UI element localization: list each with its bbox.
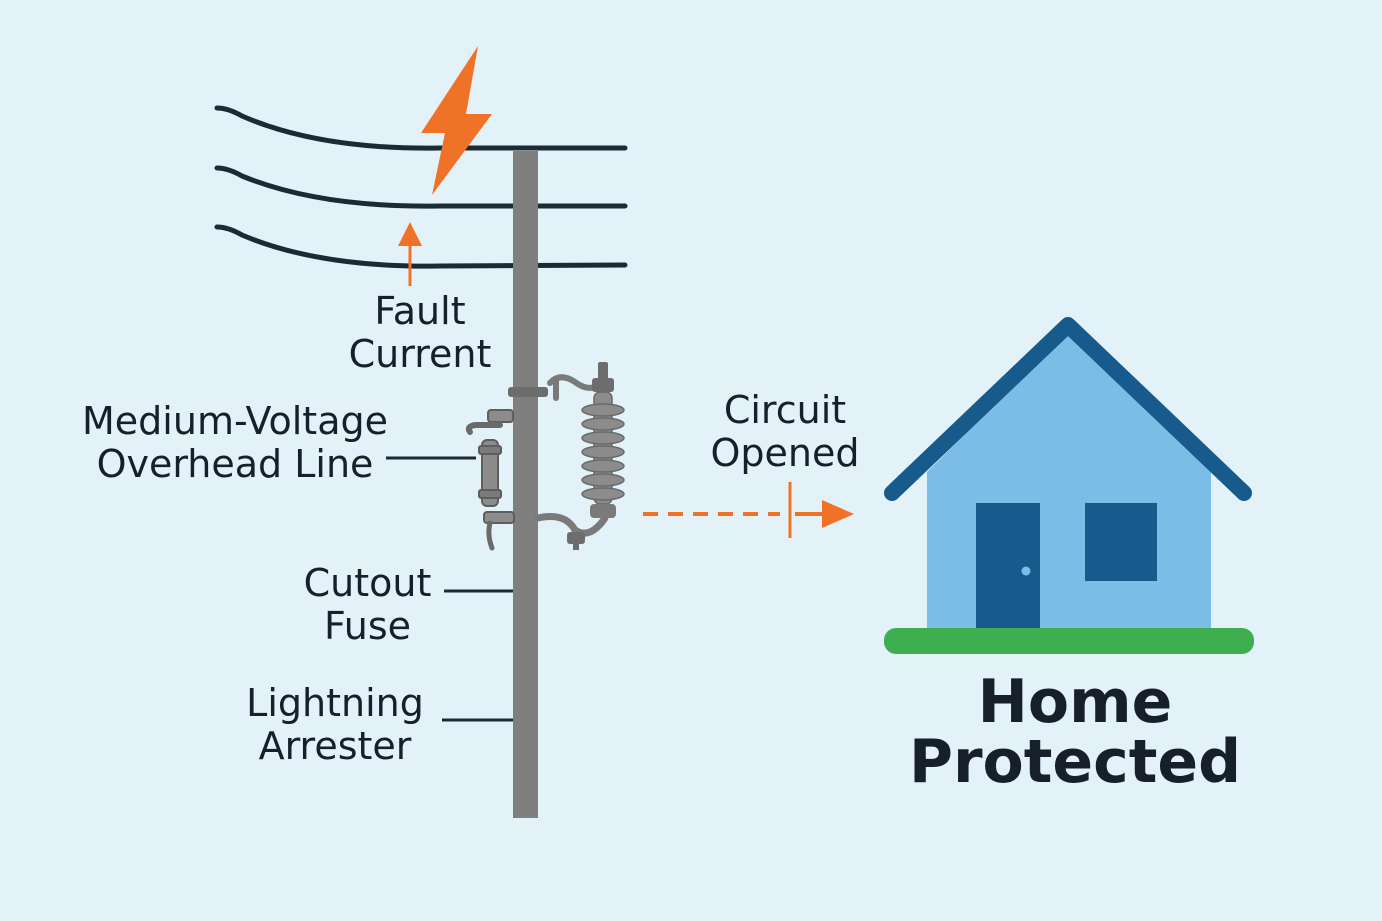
overhead-wires [214,105,628,269]
circuit-opened-label: Circuit Opened [690,389,880,474]
utility-pole [513,151,538,818]
house-door [976,503,1040,634]
lightning-arrester-label: Lightning Arrester [225,682,445,767]
cutout-fuse-label: Cutout Fuse [280,562,455,647]
house-wall [927,472,1211,634]
label-leader-lines [386,456,513,722]
home-protected-label-line2: Protected [908,727,1242,797]
fault-current-label-line1: Fault [374,289,466,333]
lightning-arrester-label-line1: Lightning [246,681,424,725]
fault-current-arrow [398,222,422,286]
fault-current-label: Fault Current [330,290,510,375]
mv-line-label-line2: Overhead Line [96,441,374,486]
door-knob [1021,566,1031,576]
home-protected-label: Home Protected [900,672,1250,792]
cutout-fuse-icon [465,409,515,551]
home-protected-label-line1: Home [977,667,1173,737]
wire-bottom [214,224,628,269]
lightning-bolt-icon [421,46,492,195]
house-roof [884,317,1252,501]
cutout-fuse-label-line1: Cutout [303,561,432,605]
circuit-opened-label-line1: Circuit [723,388,847,432]
crossarm-bracket [508,387,548,397]
circuit-opened-label-line2: Opened [710,430,860,475]
lightning-arrester-label-line2: Arrester [258,723,412,768]
grass [884,628,1254,654]
lightning-arrester-icon [534,362,625,550]
wire-middle [214,165,628,209]
cutout-fuse-label-line2: Fuse [323,603,412,648]
wire-top [214,105,628,151]
house-icon [884,317,1254,654]
circuit-opened-arrow [643,482,854,538]
mv-line-label: Medium-Voltage Overhead Line [60,400,410,485]
house-window [1085,503,1157,581]
mv-line-label-line1: Medium-Voltage [82,399,388,443]
house-gable [927,332,1211,472]
fault-current-label-line2: Current [348,331,492,376]
